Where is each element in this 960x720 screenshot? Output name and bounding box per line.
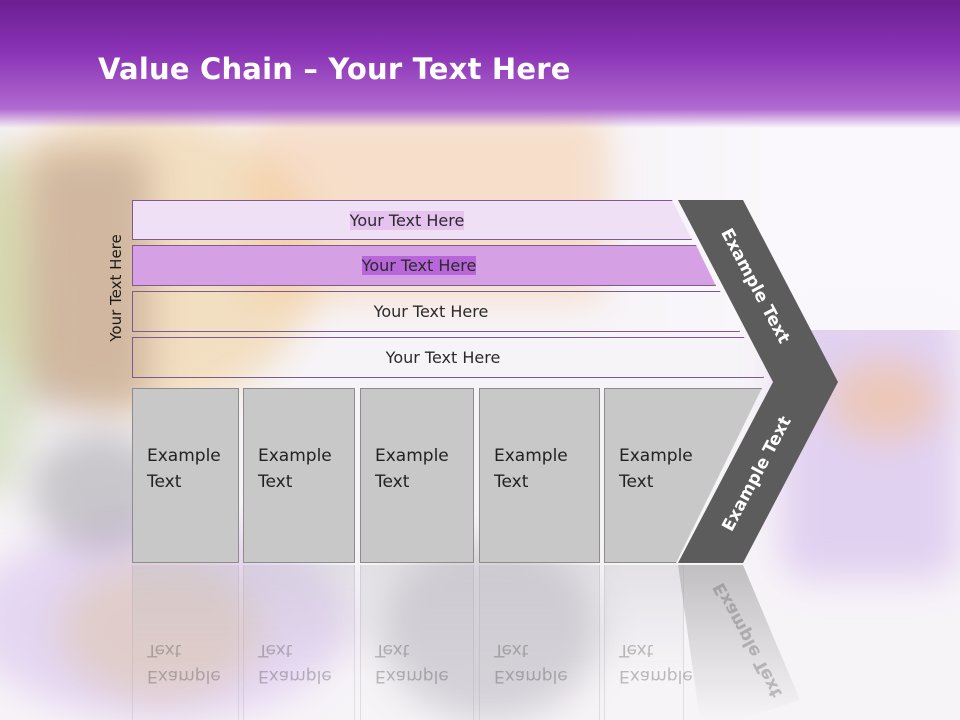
support-bar-label: Your Text Here [349, 210, 465, 230]
support-bar-2: Your Text Here [132, 245, 716, 286]
box-line-1: Example [375, 446, 449, 466]
box-line-2: Text [258, 472, 293, 492]
title-bold: Value Chain [98, 52, 294, 86]
activity-box-1: Example Text [132, 388, 239, 563]
box-line-1: Example [147, 446, 221, 466]
chevron-reflection [678, 565, 800, 720]
activity-box-2: Example Text [243, 388, 355, 563]
title-rest: – Your Text Here [293, 52, 571, 86]
box-line-2: Text [375, 472, 410, 492]
chevron-shape [678, 200, 838, 563]
box-line-1: Example [494, 446, 568, 466]
activity-box-3: Example Text [360, 388, 474, 563]
box-line-1: Example [258, 446, 332, 466]
box-line-2: Text [619, 472, 654, 492]
box-line-2: Text [494, 472, 529, 492]
box-line-1: Example [619, 446, 693, 466]
title-banner [0, 0, 960, 128]
support-bar-label: Your Text Here [361, 256, 477, 275]
activity-box-4: Example Text [479, 388, 600, 563]
slide-title: Value Chain – Your Text Here [98, 52, 571, 86]
support-bar-label: Your Text Here [373, 302, 489, 321]
support-bar-label: Your Text Here [385, 348, 501, 367]
box-line-2: Text [147, 472, 182, 492]
support-bar-1: Your Text Here [132, 200, 692, 240]
